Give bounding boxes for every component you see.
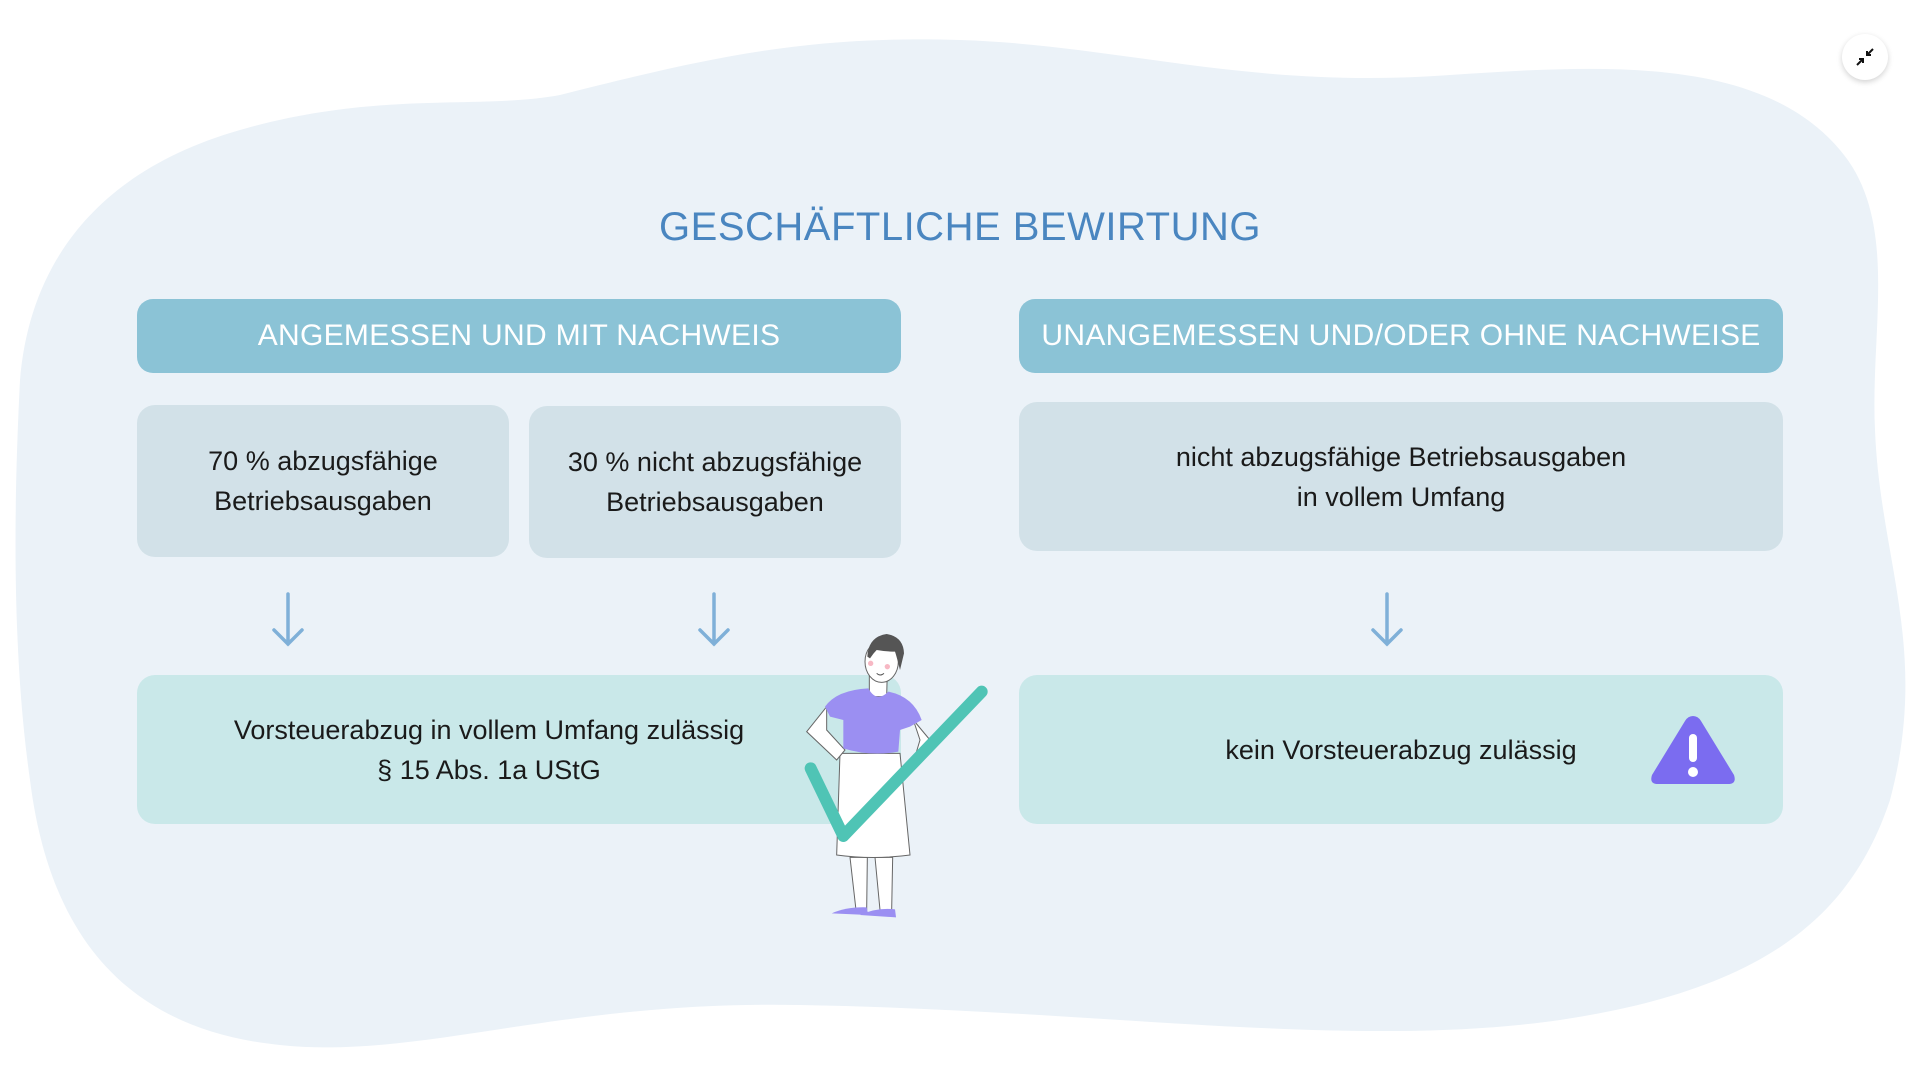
box-text: 30 % nicht abzugsfähige <box>567 447 863 477</box>
arrow-down-icon <box>1371 592 1403 647</box>
result-kein-vorsteuerabzug: kein Vorsteuerabzug zulässig <box>1019 675 1783 824</box>
exit-fullscreen-button[interactable] <box>1842 34 1888 80</box>
box-text: 70 % abzugsfähige <box>208 446 438 476</box>
arrow-down-icon <box>272 592 304 647</box>
header-unangemessen: UNANGEMESSEN UND/ODER OHNE NACHWEISE <box>1019 299 1783 373</box>
arrow-down-icon <box>698 592 730 647</box>
result-legal-reference: § 15 Abs. 1a UStG <box>377 754 601 785</box>
result-text: Vorsteuerabzug in vollem Umfang zulässig <box>233 714 745 745</box>
result-vorsteuerabzug-zulaessig: Vorsteuerabzug in vollem Umfang zulässig… <box>137 675 901 824</box>
box-text: Betriebsausgaben <box>606 487 824 517</box>
box-text: nicht abzugsfähige Betriebsausgaben <box>1175 441 1627 472</box>
page-title: GESCHÄFTLICHE BEWIRTUNG <box>659 205 1261 249</box>
checkmark-icon <box>804 685 988 842</box>
exit-fullscreen-icon <box>1856 48 1874 66</box>
box-text: in vollem Umfang <box>1296 481 1506 512</box>
result-text: kein Vorsteuerabzug zulässig <box>1225 734 1577 765</box>
header-angemessen: ANGEMESSEN UND MIT NACHWEIS <box>137 299 901 373</box>
box-text: Betriebsausgaben <box>214 486 432 516</box>
warning-icon <box>1651 716 1735 784</box>
box-nicht-abzugsfaehig: nicht abzugsfähige Betriebsausgaben in vo… <box>1019 402 1783 551</box>
